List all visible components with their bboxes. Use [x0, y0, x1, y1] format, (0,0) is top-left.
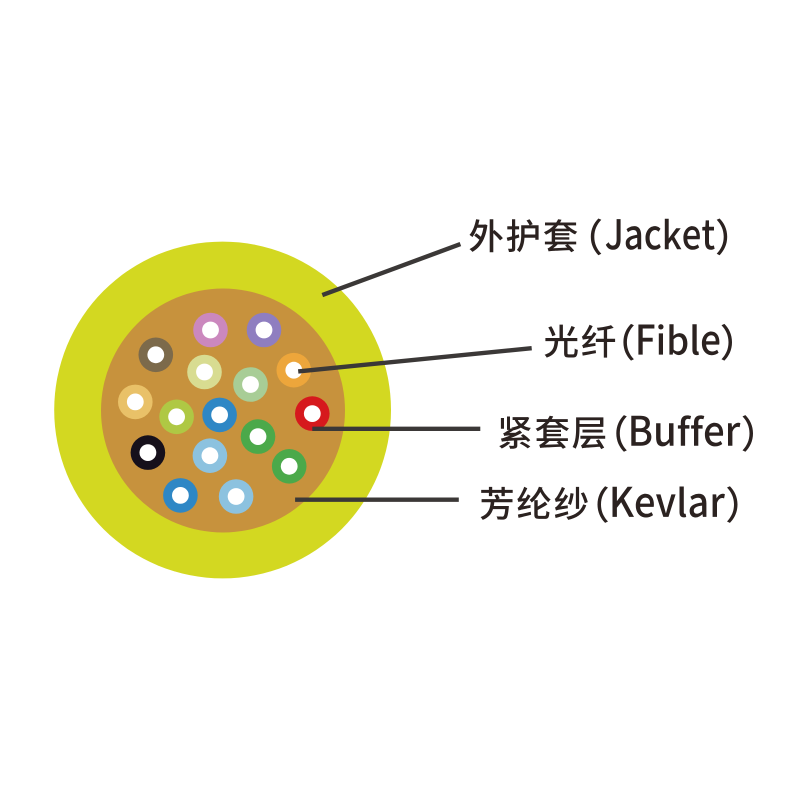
label-kevlar-text-vector	[480, 486, 738, 523]
fiber-aqua-2-core	[227, 488, 245, 505]
fiber-black-core	[139, 444, 157, 461]
label-buffer-text-vector	[499, 415, 753, 452]
fiber-tan-core	[126, 393, 144, 411]
fiber-rose-core	[202, 321, 219, 339]
fiber-green-core	[249, 428, 267, 445]
fiber-red-core	[303, 405, 321, 422]
fiber-green-2-core	[280, 457, 298, 475]
label-jacket-text-vector	[469, 218, 728, 256]
fiber-chartreuse-core	[168, 408, 186, 426]
cable-body	[54, 241, 391, 579]
fiber-sage-core	[242, 376, 259, 393]
fiber-blue-2-core	[172, 487, 189, 504]
fiber-orange-core	[285, 361, 303, 379]
fiber-brown-core	[147, 346, 165, 364]
fiber-pale-green-core	[196, 363, 213, 381]
callout-line-jacket	[321, 242, 462, 298]
fiber-blue-core	[211, 406, 229, 424]
fiber-aqua-core	[201, 447, 219, 465]
callout-labels	[469, 218, 753, 523]
callout-line-fible	[297, 346, 532, 374]
fiber-violet-core	[255, 321, 273, 339]
callout-lines	[295, 242, 532, 502]
label-fible-text-vector	[544, 323, 732, 361]
